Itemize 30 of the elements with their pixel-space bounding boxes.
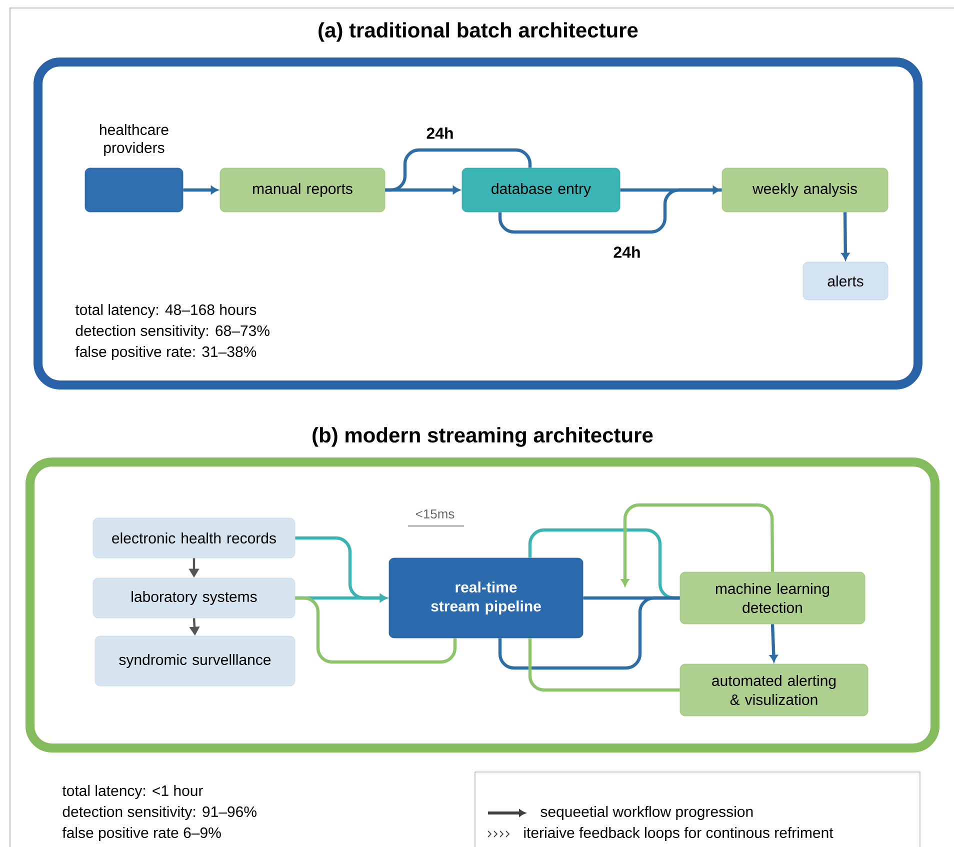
- process-box: manual reports: [220, 168, 386, 212]
- arrow: [842, 212, 850, 260]
- process-box: alerts: [802, 262, 888, 300]
- node-label: (b) modern streaming architecture: [312, 427, 653, 447]
- edge-label: 24h: [612, 245, 642, 259]
- node-label: healthcare providers: [100, 124, 168, 156]
- legend-text: iteriaive feedback loops for continous refriment: [524, 827, 834, 841]
- metric-text: detection sensitivity: 68–73%: [76, 325, 270, 339]
- metric-text: total latency: 48–168 hours: [75, 304, 256, 318]
- process-box: database entry: [462, 168, 620, 212]
- metric-text: false positive rate 6–9%: [62, 827, 221, 841]
- edge-label: 24h: [425, 126, 455, 140]
- process-box: machine learning detection: [680, 572, 866, 624]
- process-box: electronic health records: [92, 518, 296, 558]
- legend-text: sequeetial workflow progression: [540, 806, 753, 820]
- source-box: healthcare providers: [84, 124, 184, 212]
- process-box: laboratory systems: [92, 578, 296, 618]
- process-box: syndromic survelllance: [94, 636, 296, 686]
- metric-text: false positive rate: 31–38%: [75, 346, 256, 360]
- process-box: weekly analysis: [722, 168, 888, 212]
- process-box: automated alerting & visulization: [680, 664, 868, 716]
- arrow: [620, 186, 720, 194]
- metric-text: detection sensitivity: 91–96%: [62, 806, 256, 820]
- process-box: real-time stream pipeline: [388, 558, 584, 638]
- metric-text: total latency: <1 hour: [62, 785, 203, 799]
- arrow: [183, 186, 218, 194]
- arrow: [770, 624, 778, 662]
- node-label: (a) traditional batch architecture: [318, 22, 638, 42]
- arrow: [621, 503, 774, 586]
- latency-label: <15ms: [416, 509, 454, 519]
